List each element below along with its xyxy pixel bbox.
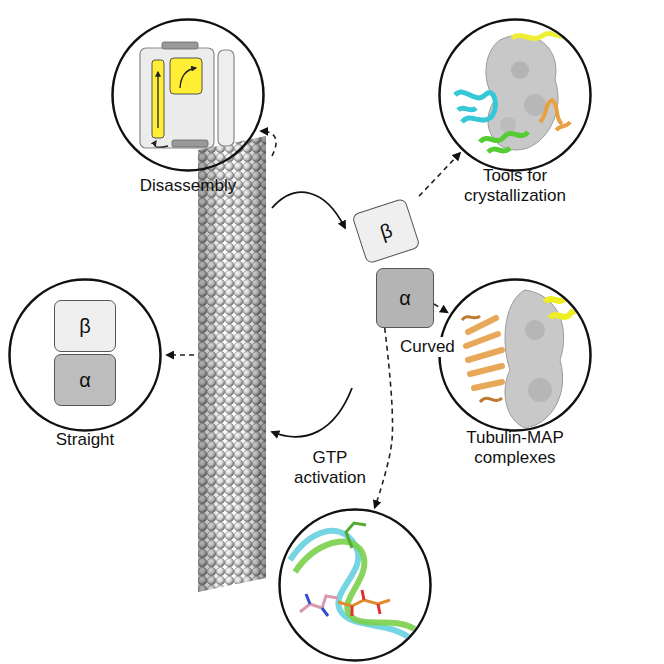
nucleotide-stick <box>300 596 338 612</box>
green-ribbon <box>480 132 528 152</box>
circle-outline <box>280 510 431 661</box>
panel-label: Straight <box>5 430 165 450</box>
circle-outline <box>440 280 591 431</box>
panel-label: Disassembly <box>108 176 268 196</box>
surface-texture <box>500 117 516 133</box>
dashed-connector <box>375 328 393 507</box>
subunit-box: β <box>351 198 420 265</box>
circle-outline <box>440 20 591 171</box>
microtubule-bar <box>218 50 234 146</box>
grey-bar <box>172 140 208 147</box>
subunit-label: α <box>399 287 411 309</box>
panel-circle: Disassembly <box>111 18 265 172</box>
green-loop <box>295 542 416 630</box>
subunit-label: β <box>377 219 395 243</box>
subunit-box: α <box>54 354 116 406</box>
gtp-site <box>290 523 416 640</box>
tubulin-surface <box>505 290 564 428</box>
kinesin-body <box>140 48 214 148</box>
oxygen-stick <box>352 590 380 616</box>
panel-circle: GTP activation <box>278 508 432 662</box>
pink-ribbon <box>548 24 566 26</box>
orange-loops <box>462 316 502 402</box>
subunit-box: α <box>376 268 434 328</box>
microtubule-shading <box>198 136 266 592</box>
circle-outline <box>113 20 264 171</box>
polymerization-arrow <box>272 388 352 437</box>
depolymerization-arrow <box>272 192 345 228</box>
subunit-label: β <box>79 315 91 337</box>
circle-outline <box>438 278 592 432</box>
phosphate-stick <box>338 600 390 606</box>
microtubule-lattice <box>198 136 266 592</box>
crystal-structure <box>455 24 570 152</box>
surface-texture <box>525 320 545 340</box>
small-arrow <box>157 72 158 128</box>
cyan-ribbon <box>455 92 495 122</box>
circle-outline <box>438 18 592 172</box>
subunit-label: α <box>79 369 91 391</box>
dashed-arrow <box>167 354 194 356</box>
microtubule <box>198 136 266 592</box>
small-arrow <box>155 141 169 147</box>
subunit-box: β <box>54 300 116 352</box>
disassembly-cartoon <box>140 42 234 148</box>
orange-ribbon <box>540 100 570 130</box>
yellow-helix <box>545 294 588 318</box>
surface-texture <box>528 378 552 402</box>
yellow-domain <box>170 58 202 94</box>
residue-stick <box>346 523 366 548</box>
panel-label: Tubulin-MAP complexes <box>435 428 595 469</box>
dashed-arrow <box>261 131 276 156</box>
circle-outline <box>278 508 432 662</box>
grey-bar <box>162 42 198 49</box>
tubulin-surface <box>486 35 558 150</box>
dashed-connector <box>434 304 447 312</box>
panel-circle: Tools for crystallization <box>438 18 592 172</box>
circle-outline <box>10 280 161 431</box>
surface-texture <box>511 61 529 79</box>
orange-sheets <box>466 318 502 388</box>
panel-label: Tools for crystallization <box>435 166 595 207</box>
state-label: Curved <box>398 337 457 357</box>
panel-circle: Straightβα <box>8 278 162 432</box>
panel-label: GTP activation <box>280 448 380 489</box>
dashed-connector <box>419 153 460 196</box>
small-arrow <box>180 68 196 88</box>
circle-outline <box>111 18 265 172</box>
nitrogen-stick <box>306 594 328 616</box>
yellow-helix <box>152 60 164 138</box>
panel-circle: Tubulin-MAP complexes <box>438 278 592 432</box>
surface-texture <box>524 94 546 116</box>
